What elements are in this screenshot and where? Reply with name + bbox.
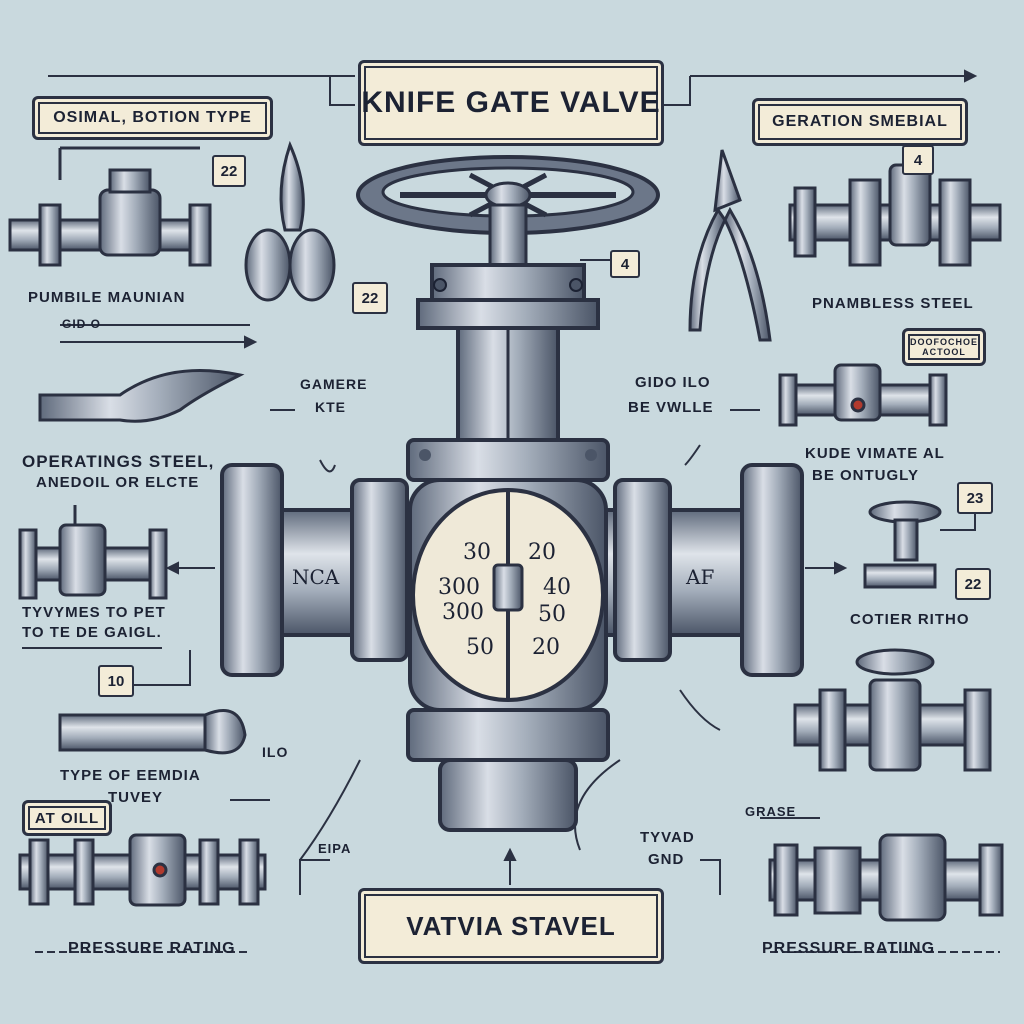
gauge-number: 20 <box>528 540 556 565</box>
operatings-label-1: OPERATINGS STEEL, <box>22 452 215 471</box>
gauge-number: 20 <box>532 635 560 660</box>
gamere-label-1: GAMERE <box>300 376 368 392</box>
top-left-label: OSIMAL, BOTION TYPE <box>53 109 252 126</box>
bottom-title-box: VATVIA STAVEL <box>358 888 664 964</box>
gamere-label-2: KTE <box>315 399 346 415</box>
small-valve-bottom-left <box>18 833 267 907</box>
small-valve-mid-right <box>778 363 948 427</box>
small-valve-mid-left <box>18 505 168 600</box>
gauge-number: 30 <box>463 540 491 565</box>
tyvad-label-1: TYVAD <box>640 829 695 846</box>
callout-number: 4 <box>610 250 640 278</box>
top-right-label: GERATION SMEBIAL <box>772 113 948 130</box>
gauge-number: 50 <box>538 602 566 627</box>
eipa-label: EIPA <box>318 841 352 856</box>
pressure-rating-left: PRESSURE RATING <box>68 940 236 957</box>
title-box: KNIFE GATE VALVE <box>358 60 664 146</box>
pipe-marking-right: AF <box>686 565 715 589</box>
grase-label: GRASE <box>745 804 797 819</box>
callout-number: 10 <box>98 665 134 697</box>
small-valve-lower-right <box>793 648 992 772</box>
at-oill-label: AT OILL <box>34 809 100 827</box>
ilo-label: ILO <box>262 744 289 760</box>
gauge-number: 40 <box>543 575 571 600</box>
bottom-title: VATVIA STAVEL <box>406 910 616 941</box>
callout-number: 22 <box>212 155 246 187</box>
operatings-label-2: ANEDOIL OR ELCTE <box>36 474 200 491</box>
pumbile-label: PUMBILE MAUNIAN <box>28 289 186 306</box>
gauge-number: 50 <box>466 635 494 660</box>
small-valve-handwheel-right <box>863 500 942 589</box>
gauge-number: 300 <box>442 600 484 625</box>
gido-label-2: BE VWLLE <box>628 399 714 416</box>
pliers-right <box>688 149 772 342</box>
top-left-label-box: OSIMAL, BOTION TYPE <box>32 96 273 140</box>
kude-label-1: KUDE VIMATE AL <box>805 445 945 462</box>
tyvad-label-2: GND <box>648 851 685 868</box>
cotier-label: COTIER RITHO <box>850 611 970 628</box>
wrench-left <box>38 369 245 423</box>
small-tag: DOOFOCHOE ACTOOL <box>909 337 978 357</box>
small-valve-bottom-right <box>768 833 1004 922</box>
small-valve-top-left <box>8 146 212 267</box>
tyvymes-label-2: TO TE DE GAIGL. <box>22 624 162 641</box>
callout-number: 23 <box>957 482 993 514</box>
pnamble-label: PNAMBLESS STEEL <box>812 295 974 312</box>
tyvymes-label-1: TYVYMES TO PET <box>22 604 166 621</box>
title: KNIFE GATE VALVE <box>361 86 661 119</box>
gid-left-label: GID O <box>62 317 102 331</box>
gido-label-1: GIDO ILO <box>635 374 711 391</box>
shears-left <box>244 140 336 302</box>
callout-number: 4 <box>902 145 934 175</box>
callout-number: 22 <box>352 282 388 314</box>
pipe-marking-left: NCA <box>292 565 340 589</box>
top-right-label-box: GERATION SMEBIAL <box>752 98 968 146</box>
pipe-end-left <box>58 709 247 755</box>
pressure-rating-right: PRESSURE RATIING <box>762 940 936 957</box>
type-of-label-1: TYPE OF EEMDIA <box>60 767 201 784</box>
callout-number: 22 <box>955 568 991 600</box>
gauge-number: 300 <box>438 575 480 600</box>
type-of-label-2: TUVEY <box>108 789 164 806</box>
connector-lines <box>22 69 1000 953</box>
at-oill-box: AT OILL <box>22 800 112 836</box>
main-valve <box>220 155 804 832</box>
kude-label-2: BE ONTUGLY <box>812 467 919 484</box>
small-tag-box: DOOFOCHOE ACTOOL <box>902 328 986 366</box>
small-valve-top-right <box>788 163 1002 267</box>
